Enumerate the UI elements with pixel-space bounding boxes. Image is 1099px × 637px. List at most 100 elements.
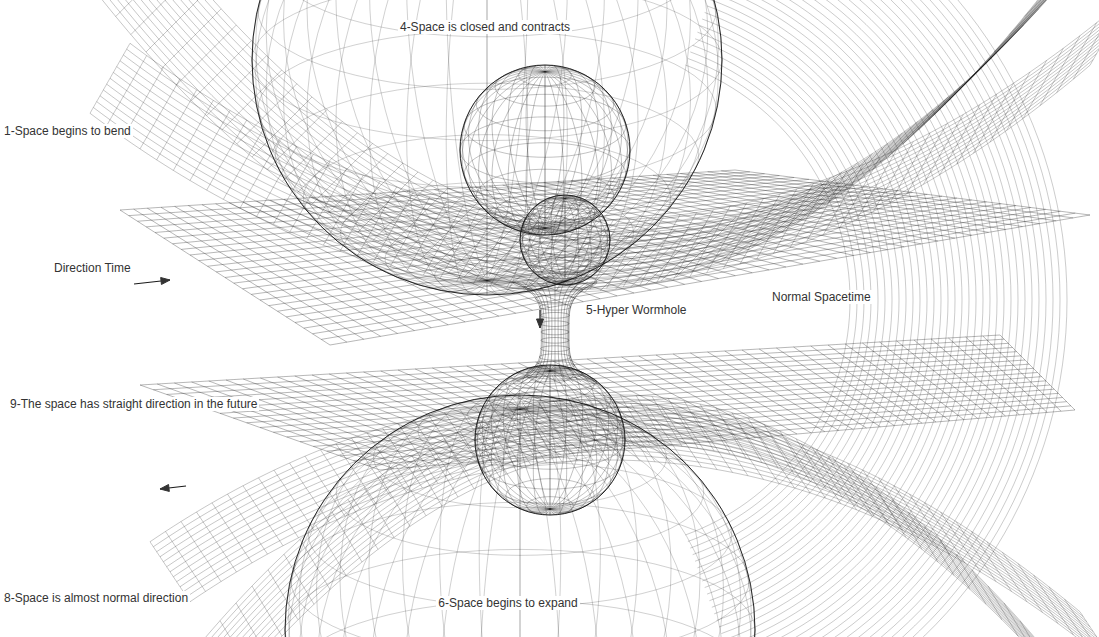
bending-sheet-lower	[90, 0, 1099, 290]
grid-line	[300, 385, 1050, 442]
meridian	[370, 0, 605, 291]
callout-label: 1-Space begins to bend	[2, 124, 133, 138]
arc-line	[705, 12, 906, 587]
grid-line	[148, 408, 1099, 637]
grid-line	[220, 621, 250, 637]
neck-ring	[539, 354, 571, 360]
bending-sheet-lower-2	[140, 395, 1099, 637]
parallel	[523, 240, 606, 272]
arrow-head	[161, 278, 170, 285]
grid-line	[160, 415, 1090, 627]
parallel	[533, 257, 597, 282]
callout-label: 4-Space is closed and contracts	[398, 20, 572, 34]
grid-line	[168, 441, 1099, 637]
grid-line	[150, 400, 1080, 612]
meridian	[462, 71, 628, 228]
arc-line	[760, 0, 1067, 637]
grid-line	[330, 215, 1090, 345]
grid-line	[225, 193, 913, 278]
time-direction-arrow	[134, 278, 170, 285]
bending-sheet-lower-1	[150, 400, 1099, 637]
neck-ring	[541, 312, 570, 318]
grid-line	[163, 433, 1099, 637]
parallel	[495, 67, 595, 106]
arrow-head	[537, 319, 544, 328]
sphere-outline	[252, 0, 722, 295]
grid-line	[1065, 599, 1099, 637]
neck-ring	[527, 285, 582, 296]
neck-ring	[541, 338, 569, 344]
grid-line	[44, 0, 1099, 288]
arc-line	[755, 0, 1053, 637]
arc-line	[736, 0, 997, 637]
grid-line	[187, 455, 1099, 637]
meridian	[545, 65, 546, 235]
grid-line	[183, 450, 1099, 637]
grid-line	[177, 440, 1099, 637]
callout-label: 8-Space is almost normal direction	[2, 591, 190, 605]
grid-line	[234, 194, 928, 283]
meridian	[446, 0, 528, 295]
grid-line	[313, 211, 1061, 334]
grid-line	[74, 0, 1099, 258]
grid-line	[340, 398, 1063, 456]
bending-sheet-upper	[40, 0, 1099, 292]
grid-line	[158, 424, 1099, 637]
neck-line	[569, 282, 597, 382]
meridian	[283, 0, 690, 284]
parallel	[285, 549, 755, 637]
callout-label: Direction Time	[52, 261, 133, 275]
grid-line	[180, 348, 1013, 400]
meridian	[369, 401, 671, 637]
parallel	[291, 502, 749, 637]
callout-label: 5-Hyper Wormhole	[584, 303, 688, 317]
parallel	[523, 208, 606, 240]
arc-line	[741, 0, 1011, 637]
arc-line	[700, 26, 892, 575]
meridian	[508, 66, 582, 234]
grid-line	[153, 416, 1099, 637]
neck-line	[566, 282, 588, 382]
grid-line	[180, 445, 1099, 637]
callout-label: 6-Space begins to expand	[436, 596, 579, 610]
parallel	[464, 143, 626, 206]
parallel	[258, 0, 716, 89]
grid-line	[143, 399, 1099, 637]
arc-line	[750, 0, 1039, 637]
grid-line	[167, 343, 1009, 394]
parallel	[340, 182, 633, 282]
small-sphere-upper	[520, 195, 610, 285]
grid-line	[313, 389, 1054, 446]
parallel	[464, 94, 626, 157]
grid-line	[160, 428, 1099, 637]
neck-ring	[535, 295, 574, 303]
grid-line	[181, 183, 838, 249]
meridian	[522, 198, 608, 282]
parallel	[308, 462, 731, 607]
grid-line	[260, 200, 972, 300]
grid-line	[304, 209, 1046, 328]
grid-line	[153, 339, 1004, 390]
grid-line	[145, 403, 1099, 637]
grid-line	[170, 445, 1099, 637]
grid-line	[278, 204, 1002, 312]
arc-line	[702, 19, 899, 581]
meridian	[307, 0, 667, 287]
meridian	[446, 0, 528, 295]
grid-line	[163, 420, 1093, 632]
grid-line	[130, 0, 1099, 220]
parallel	[275, 0, 698, 37]
meridian	[336, 0, 638, 289]
callout-label: Normal Spacetime	[770, 290, 873, 304]
parallel	[460, 117, 630, 183]
grid-line	[117, 19, 1099, 244]
grid-line	[170, 430, 1099, 637]
parallel	[258, 31, 716, 188]
callout-label: 9-The space has straight direction in th…	[8, 397, 259, 411]
parallel	[476, 169, 614, 223]
parallel	[527, 497, 573, 515]
parallel	[385, 224, 589, 294]
grid-line	[150, 412, 1099, 637]
